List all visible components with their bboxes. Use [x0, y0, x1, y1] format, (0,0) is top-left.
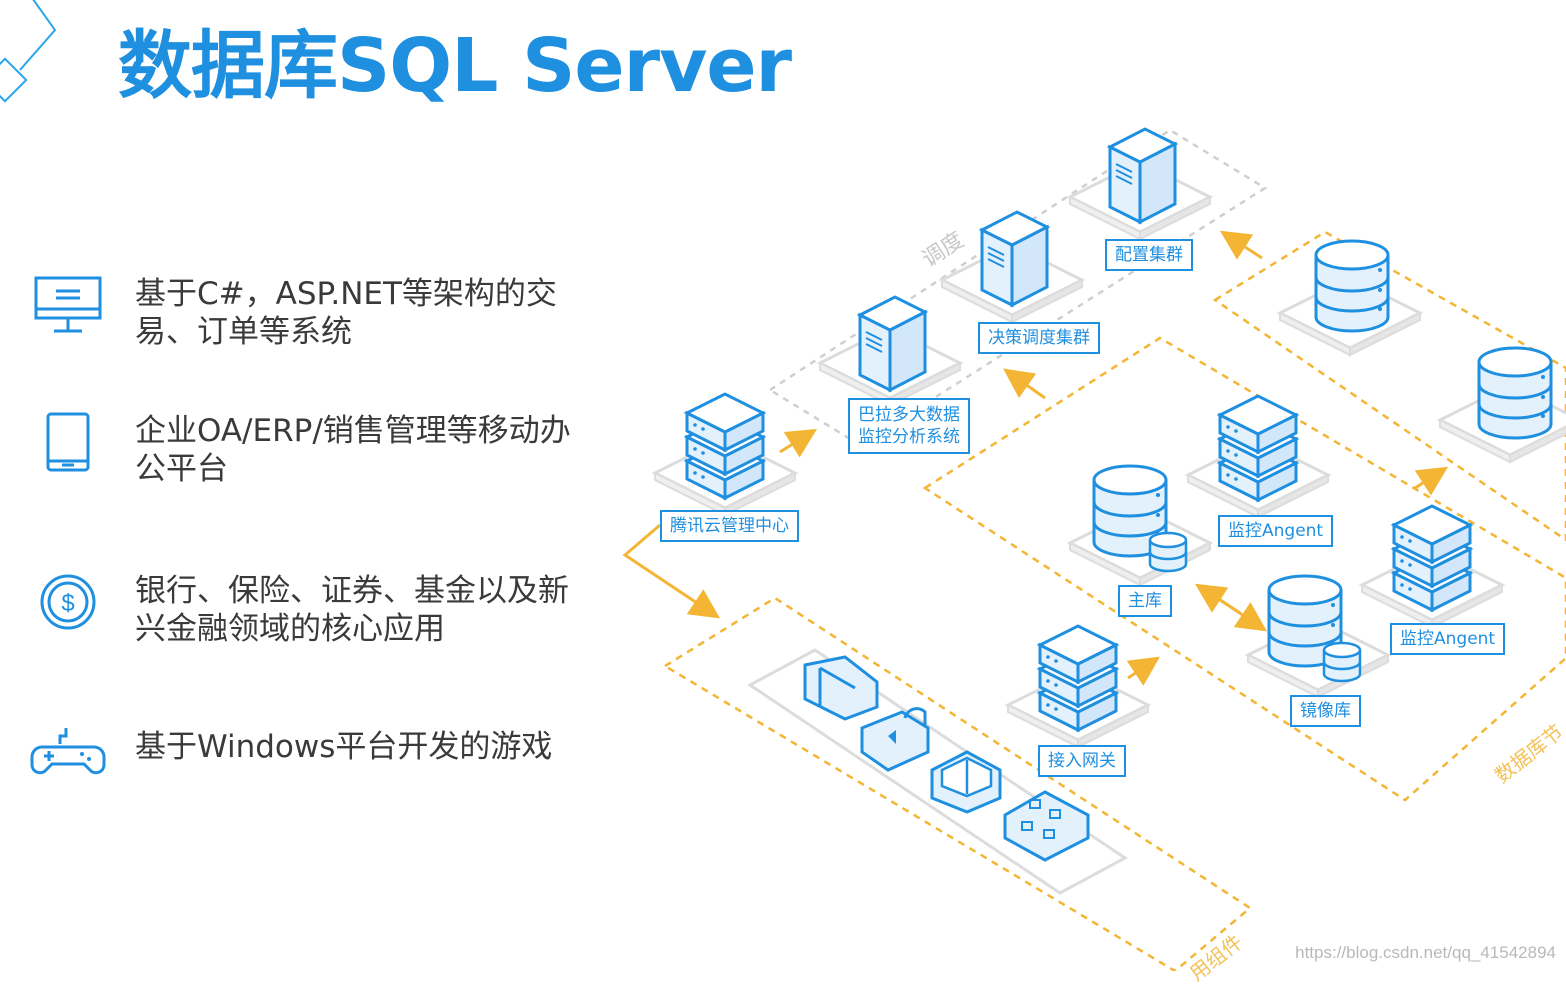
shield-component-icon [930, 750, 1002, 814]
feature-text: 基于Windows平台开发的游戏 [135, 729, 553, 765]
analytics-component-icon [803, 655, 879, 721]
label-access-gateway: 接入网关 [1038, 745, 1126, 777]
db-icon [1477, 346, 1553, 440]
label-decision-cluster: 决策调度集群 [978, 322, 1100, 354]
db-icon [1314, 239, 1390, 333]
feature-text: 银行、保险、证券、基金以及新兴金融领域的核心应用 [135, 573, 569, 647]
network-component-icon [1003, 790, 1090, 862]
label-master-db: 主库 [1118, 585, 1172, 617]
component-zone [662, 596, 1253, 971]
gamepad-icon [30, 728, 106, 775]
config-server-icon [1108, 127, 1177, 224]
bigdata-server-icon [858, 295, 927, 392]
watermark: https://blog.csdn.net/qq_41542894 [1295, 943, 1556, 962]
monitor-agent-2-server-icon [1392, 504, 1472, 612]
monitor-icon [34, 276, 102, 333]
feature-text: 基于C#，ASP.NET等架构的交易、订单等系统 [135, 276, 557, 350]
tablet-icon [46, 412, 90, 472]
label-monitor-agent-2: 监控Angent [1390, 623, 1506, 655]
gateway-server-icon [1038, 624, 1118, 732]
label-tencent-center: 腾讯云管理中心 [660, 510, 799, 542]
flow-arrows [622, 230, 1449, 686]
lock-component-icon [860, 707, 930, 772]
monitor-agent-1-server-icon [1218, 394, 1298, 502]
label-bigdata-system: 巴拉多大数据 监控分析系统 [848, 398, 970, 454]
page-title: 数据库SQL Server [118, 23, 792, 109]
corner-decoration [0, 0, 57, 103]
label-mirror-db: 镜像库 [1290, 695, 1361, 727]
tencent-server-stack-icon [685, 392, 765, 500]
label-monitor-agent-1: 监控Angent [1218, 515, 1334, 547]
scheduling-zone [767, 128, 1268, 447]
dollar-coin-icon: $ [40, 574, 96, 630]
feature-text: 企业OA/ERP/销售管理等移动办公平台 [135, 413, 571, 487]
label-config-cluster: 配置集群 [1105, 239, 1193, 271]
db-node-zone-back [1212, 230, 1566, 542]
decision-server-icon [980, 210, 1049, 307]
svg-text:$: $ [61, 590, 74, 617]
architecture-diagram [622, 127, 1566, 971]
